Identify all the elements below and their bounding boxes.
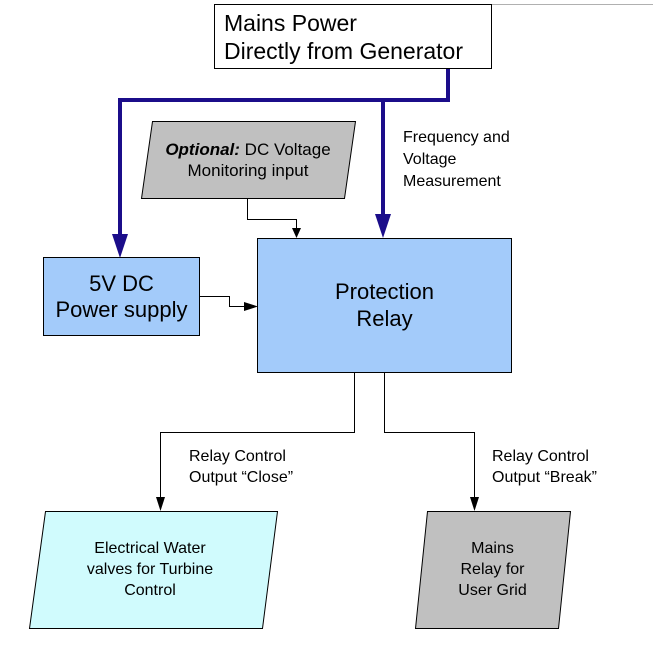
water-valves-line-2: valves for Turbine (86, 560, 214, 578)
optional-input-line-2: Monitoring input (187, 161, 309, 180)
mains-relay-line-2: Relay for (460, 560, 525, 578)
break-output-line-2: Output “Break” (492, 469, 597, 486)
optional-input-label: Optional: DC Voltage Monitoring input (145, 128, 351, 192)
water-valves-line-1: Electrical Water (94, 539, 206, 557)
connector-supply-to-relay (200, 296, 246, 307)
close-output-line-1: Relay Control (189, 448, 286, 465)
power-supply-line-2: Power supply (55, 297, 188, 322)
water-valves-label: Electrical Water valves for Turbine Cont… (40, 536, 260, 602)
measurement-line-1: Frequency and (403, 129, 510, 146)
mains-relay-node (414, 511, 572, 629)
water-valves-line-3: Control (124, 581, 176, 599)
measurement-label: Frequency and Voltage Measurement (403, 127, 510, 193)
water-valves-node (28, 511, 279, 629)
arrow-supply-to-relay (244, 302, 258, 311)
mains-relay-label: Mains Relay for User Grid (420, 536, 565, 602)
mains-power-line-2: Directly from Generator (224, 38, 464, 64)
arrow-relay-to-valves (156, 497, 165, 511)
arrow-optional-to-relay (292, 228, 301, 238)
optional-prefix: Optional: (165, 140, 240, 159)
mains-power-label: Mains Power Directly from Generator (214, 6, 492, 68)
optional-input-node (140, 121, 357, 199)
power-supply-label: 5V DC Power supply (43, 258, 200, 336)
optional-input-line-1: Optional: DC Voltage (165, 139, 330, 160)
break-output-label: Relay Control Output “Break” (492, 446, 597, 488)
protection-relay-line-2: Relay (356, 306, 413, 331)
mains-relay-line-3: User Grid (458, 581, 527, 599)
close-output-label: Relay Control Output “Close” (189, 446, 293, 488)
power-arrow-to-relay (375, 214, 391, 238)
arrow-relay-to-mains-relay (470, 497, 479, 511)
measurement-line-3: Measurement (403, 173, 501, 190)
connector-optional-to-relay (247, 198, 297, 228)
close-output-line-2: Output “Close” (189, 469, 294, 486)
power-line-main (118, 69, 450, 242)
mains-power-line-1: Mains Power (224, 10, 357, 36)
power-arrow-to-supply (112, 234, 128, 258)
break-output-line-1: Relay Control (492, 448, 589, 465)
mains-power-node (214, 4, 492, 69)
protection-relay-line-1: Protection (334, 279, 435, 304)
power-supply-node (43, 257, 200, 336)
power-supply-line-1: 5V DC (89, 271, 154, 296)
connector-relay-to-mains-relay (384, 373, 475, 498)
optional-input-line-1-rest: DC Voltage (239, 140, 331, 159)
mains-relay-line-1: Mains (471, 539, 514, 557)
protection-relay-label: Protection Relay (257, 262, 512, 348)
connector-relay-to-valves (160, 373, 355, 498)
protection-relay-node (257, 238, 512, 373)
measurement-line-2: Voltage (403, 151, 457, 168)
